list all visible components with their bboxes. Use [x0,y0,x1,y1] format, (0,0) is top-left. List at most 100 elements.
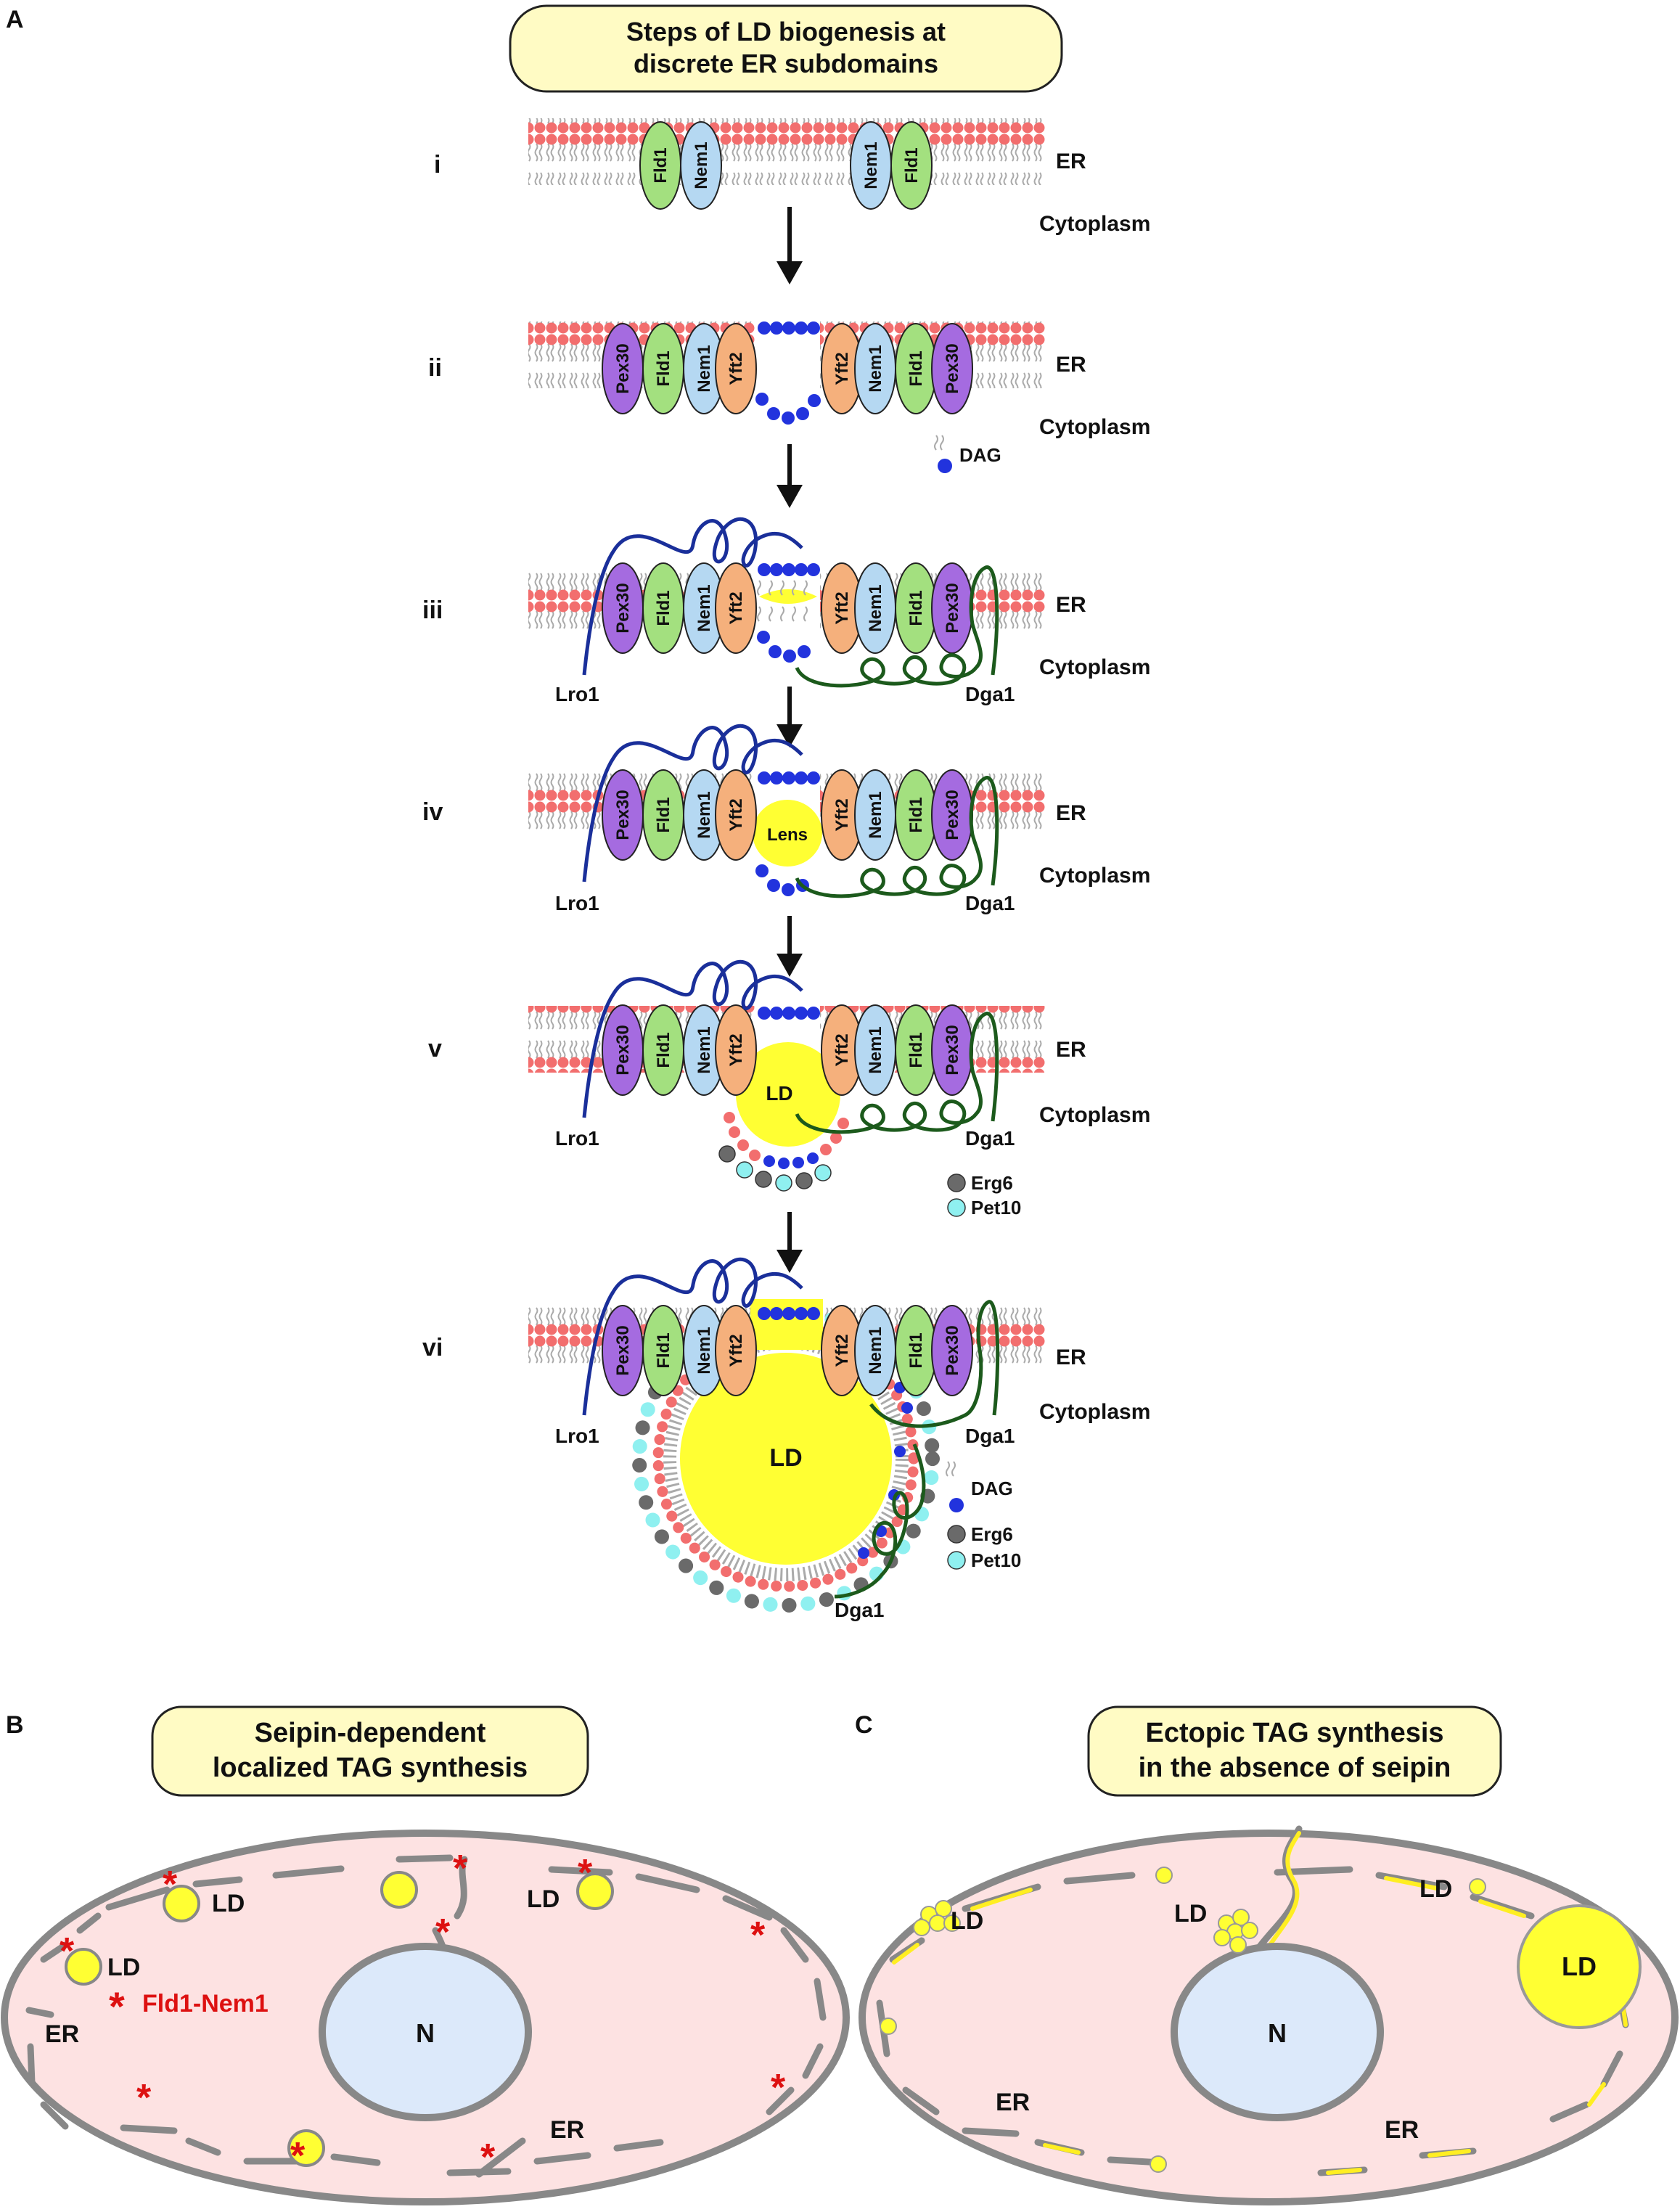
step-label-i: i [434,151,441,179]
ld-label: LD [951,1907,983,1935]
step-vi: vi LD Pex30 F [422,1257,1150,1621]
panel-label-c: C [855,1711,873,1739]
yft2-protein: Yft2 [715,1004,757,1096]
title-a-line1: Steps of LD biogenesis at [626,17,946,46]
dga1-label: Dga1 [835,1599,884,1621]
nem1-protein: Nem1 [854,769,896,861]
fld1-protein: Fld1 [895,562,937,654]
pex30-protein: Pex30 [931,323,973,414]
fld1-nem1-asterisk-icon: * [109,1983,125,2029]
er-label: ER [1056,149,1086,173]
er-label: ER [550,2116,584,2144]
yft2-protein: Yft2 [715,1305,757,1396]
ectopic-tag-deposits [892,1831,1628,2175]
ld-label: LD [769,1444,802,1472]
svg-text:Nem1: Nem1 [694,1026,714,1073]
er-label: ER [45,2020,79,2048]
panel-label-a: A [6,6,24,33]
er-tubules [25,1854,827,2178]
svg-text:*: * [750,1914,766,1957]
svg-text:*: * [163,1864,178,1906]
ld-label: LD [212,1890,245,1917]
svg-text:Nem1: Nem1 [866,791,885,838]
svg-text:Pex30: Pex30 [943,583,962,633]
yft2-protein: Yft2 [821,1004,863,1096]
dga1-label: Dga1 [965,1127,1015,1150]
lro1-chain [582,517,803,676]
svg-text:Fld1: Fld1 [654,590,673,626]
fld1-protein: Fld1 [642,562,684,654]
lipid-droplet [1469,1878,1486,1896]
svg-text:Fld1: Fld1 [906,351,926,386]
lipid-droplet [880,2018,897,2035]
svg-text:Pex30: Pex30 [943,1325,962,1375]
svg-text:Nem1: Nem1 [694,1327,714,1374]
dag-cluster [758,1007,820,1020]
yft2-protein: Yft2 [715,323,757,414]
title-c-line1: Ectopic TAG synthesis [1145,1718,1443,1748]
svg-text:Pex30: Pex30 [613,790,633,840]
cytoplasm-label: Cytoplasm [1039,415,1150,439]
svg-text:Fld1: Fld1 [654,797,673,832]
dag-icon [949,1498,964,1512]
arrow-down-icon [777,207,803,284]
step-label-ii: ii [428,354,442,382]
dag-legend-label: DAG [971,1478,1013,1499]
svg-text:Nem1: Nem1 [694,791,714,838]
nem1-protein: Nem1 [850,121,892,210]
nem1-protein: Nem1 [854,1305,896,1396]
svg-text:Nem1: Nem1 [866,1026,885,1073]
erg6-icon [947,1173,966,1192]
step-label-v: v [428,1035,442,1062]
lro1-label: Lro1 [555,1127,599,1150]
nucleus-label: N [1268,2018,1287,2048]
svg-text:Yft2: Yft2 [726,798,746,831]
er-label: ER [1385,2116,1419,2144]
arrow-down-icon [777,1212,803,1273]
step-iv: iv Lens Pex30 Fld1 Nem1 [422,724,1150,914]
svg-text:Nem1: Nem1 [694,345,714,392]
cytoplasm-label: Cytoplasm [1039,655,1150,679]
svg-text:Yft2: Yft2 [832,591,852,624]
lens-label: Lens [767,825,808,845]
step-i: i Fld1 Nem1 Nem1 Fld1 ER Cytoplasm [434,118,1150,236]
svg-text:*: * [435,1912,451,1954]
lro1-label: Lro1 [555,1425,599,1447]
svg-text:Nem1: Nem1 [866,584,885,631]
title-box-b: Seipin-dependent localized TAG synthesis [151,1705,589,1797]
fld1-protein: Fld1 [642,769,684,861]
arrow-down-icon [777,916,803,977]
fld1-nem1-legend-label: Fld1-Nem1 [142,1990,269,2018]
ld-label: LD [1174,1900,1207,1928]
fld1-protein: Fld1 [642,1305,684,1396]
ld-label: LD [1419,1875,1452,1903]
lipid-droplet [576,1872,614,1910]
dga1-chain [869,1300,1000,1428]
nem1-protein: Nem1 [683,769,725,861]
protein-legend: Erg6 Pet10 [947,1172,1021,1218]
lro1-chain [582,724,803,882]
svg-text:Fld1: Fld1 [654,351,673,386]
svg-text:Pex30: Pex30 [613,1025,633,1075]
dag-cluster [757,563,820,663]
nem1-protein: Nem1 [683,1305,725,1396]
er-label: ER [1056,353,1086,377]
svg-text:Pex30: Pex30 [613,1325,633,1375]
nem1-protein: Nem1 [854,1004,896,1096]
pet10-icon [947,1551,966,1570]
svg-text:*: * [136,2077,152,2119]
lipid-droplet [1150,2155,1167,2173]
fld1-protein: Fld1 [642,323,684,414]
pex30-protein: Pex30 [931,562,973,654]
arrow-down-icon [777,444,803,508]
dag-cluster [758,1307,913,1559]
dga1-chain [795,1012,999,1134]
dag-icon [938,459,952,473]
cytoplasm-label: Cytoplasm [1039,1103,1150,1127]
pet10-legend-label: Pet10 [971,1549,1021,1571]
pet10-legend-label: Pet10 [971,1197,1021,1218]
nem1-protein: Nem1 [683,1004,725,1096]
svg-text:*: * [578,1852,593,1894]
yft2-protein: Yft2 [821,1305,863,1396]
cell-no-seipin: N LD LD LD LD ER ER [859,1825,1679,2205]
